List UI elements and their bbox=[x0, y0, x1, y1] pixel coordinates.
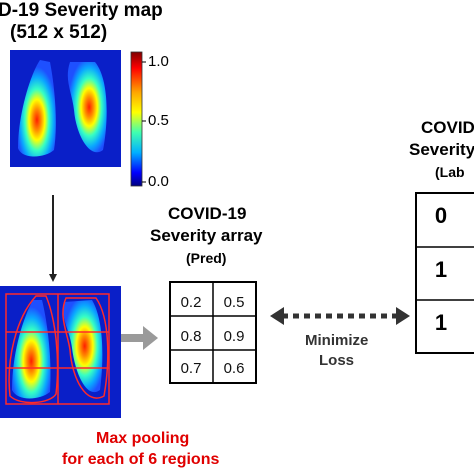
severity-map-title: D-19 Severity map bbox=[0, 0, 163, 21]
pred-cell-r3-c1: 0.7 bbox=[180, 360, 202, 377]
label-title-line3: (Lab bbox=[435, 164, 465, 180]
pred-cell-r1-c2: 0.5 bbox=[223, 294, 245, 311]
minimize-loss-arrow bbox=[270, 307, 410, 325]
label-cell-1: 0 bbox=[434, 203, 448, 228]
label-cell-3: 1 bbox=[434, 310, 448, 335]
label-title-line2: Severity bbox=[409, 140, 474, 159]
pred-cell-r3-c2: 0.6 bbox=[223, 360, 245, 377]
label-array-frame bbox=[415, 192, 474, 354]
pred-cell-r2-c2: 0.9 bbox=[223, 328, 245, 345]
left-lung-shape bbox=[18, 60, 56, 157]
pooling-caption-line1: Max pooling bbox=[96, 430, 190, 447]
pred-cell-r2-c1: 0.8 bbox=[180, 328, 202, 345]
gray-arrow bbox=[121, 326, 158, 350]
right-lung-shape bbox=[67, 62, 107, 153]
pred-title-line3: (Pred) bbox=[186, 250, 227, 266]
loss-label: Loss bbox=[319, 352, 355, 369]
label-title-line1: COVID- bbox=[421, 118, 474, 137]
pooling-caption-line2: for each of 6 regions bbox=[62, 451, 220, 468]
colorbar-tick-min: 0.0 bbox=[148, 173, 169, 190]
right-lung-outline bbox=[62, 297, 109, 399]
colorbar bbox=[130, 51, 143, 187]
minimize-label: Minimize bbox=[305, 332, 369, 349]
left-lung-outline bbox=[8, 295, 59, 404]
severity-map-size: (512 x 512) bbox=[10, 22, 108, 43]
severity-map-image bbox=[10, 50, 121, 167]
pred-title-line1: COVID-19 bbox=[168, 204, 247, 223]
label-cell-2: 1 bbox=[434, 257, 448, 282]
pooled-map-image bbox=[0, 286, 121, 418]
pred-cell-r1-c1: 0.2 bbox=[180, 294, 202, 311]
colorbar-tick-max: 1.0 bbox=[148, 53, 169, 70]
colorbar-tick-mid: 0.5 bbox=[148, 112, 169, 129]
pred-title-line2: Severity array bbox=[150, 226, 263, 245]
